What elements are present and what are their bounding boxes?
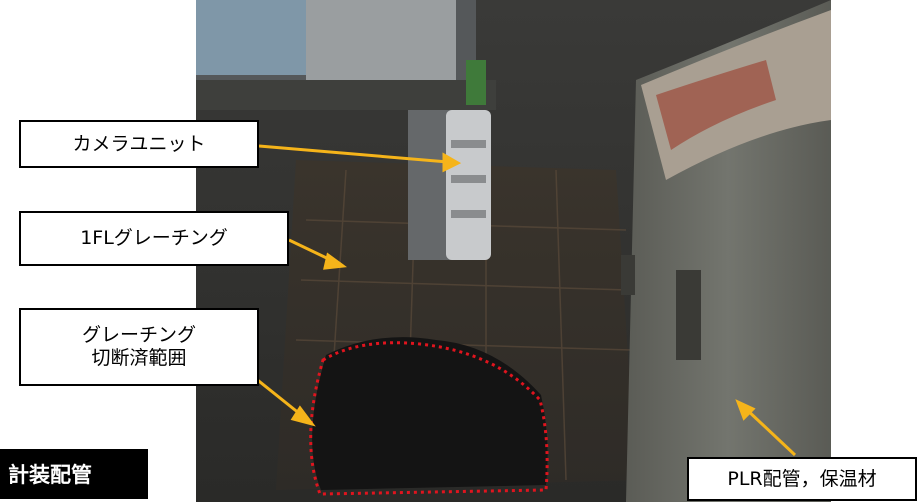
camera-unit-text: カメラユニット bbox=[72, 132, 206, 155]
instrument-piping-text: 計装配管 bbox=[8, 463, 92, 487]
plr-piping-label: PLR配管，保温材 bbox=[687, 457, 917, 501]
instrument-piping-label: 計装配管 bbox=[0, 449, 148, 499]
grating-cut-text-line1: グレーチング bbox=[81, 324, 196, 347]
grating-1fl-label: 1FLグレーチング bbox=[19, 211, 289, 266]
plr-piping-text: PLR配管，保温材 bbox=[727, 467, 877, 490]
grating-1fl-text: 1FLグレーチング bbox=[80, 227, 228, 250]
inspection-photo bbox=[196, 0, 831, 502]
grating-cut-label: グレーチング 切断済範囲 bbox=[19, 308, 259, 386]
camera-unit-label: カメラユニット bbox=[19, 120, 259, 168]
grating-cut-text-line2: 切断済範囲 bbox=[91, 347, 187, 369]
